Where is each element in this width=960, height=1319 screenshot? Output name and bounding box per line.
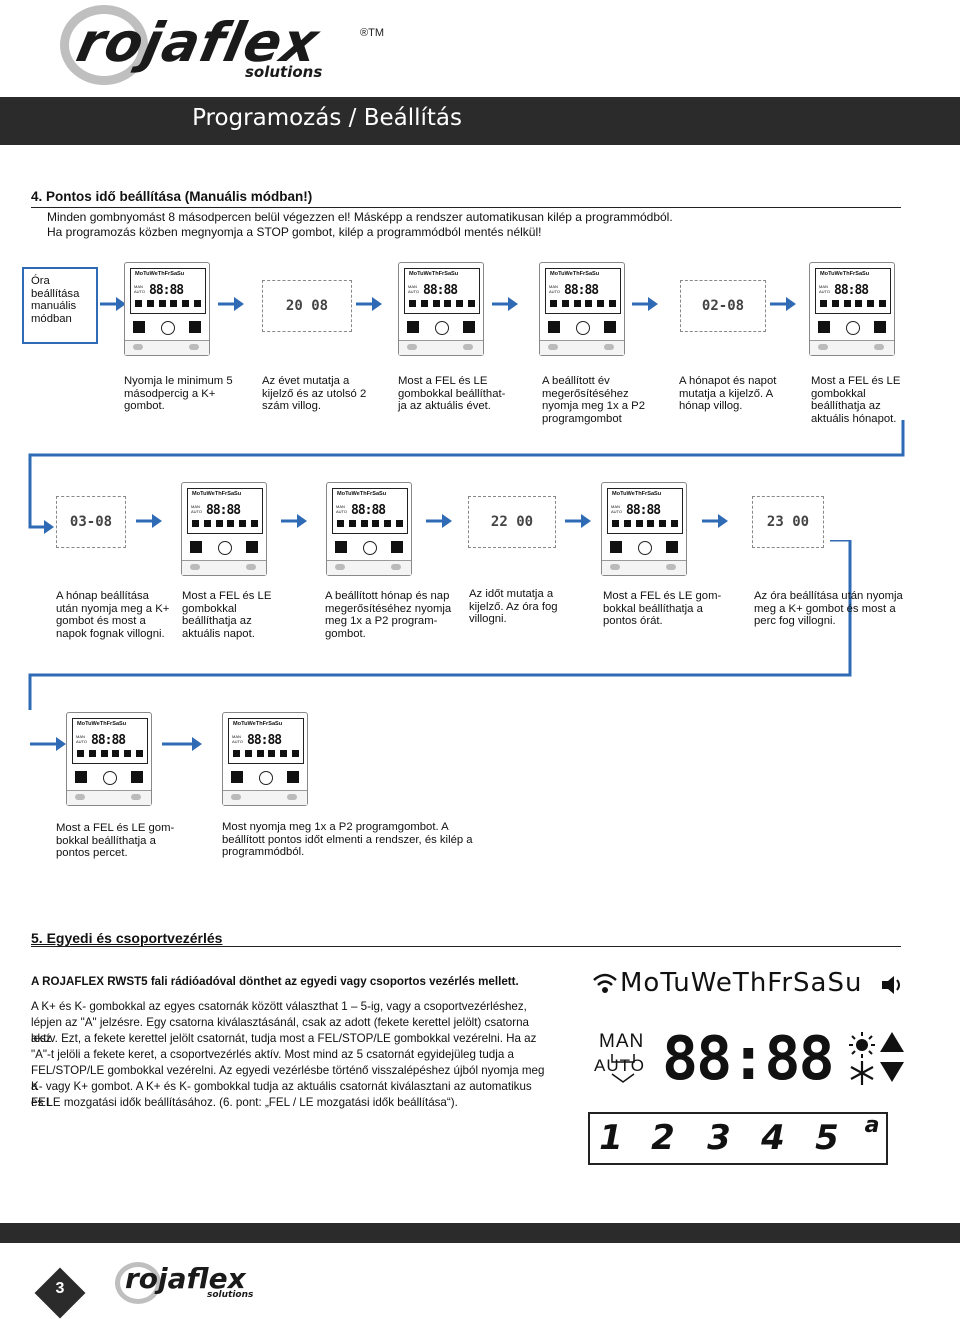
flow-connector (28, 420, 905, 534)
caption-r3-1: Most a FEL és LE gom-bokkal beállíthatja… (56, 822, 175, 859)
logo-trademark: ®TM (360, 27, 384, 39)
page-number: 3 (55, 1280, 65, 1297)
section5-line-3: aktív. Ezt, a fekete kerettel jelölt csa… (31, 1032, 537, 1045)
caption-r1-2: Az évet mutatja a kijelző és az utolsó 2… (262, 375, 367, 412)
man-label: MAN (599, 1031, 645, 1052)
channel-box: 1 2 3 4 5 a (588, 1112, 888, 1165)
channel-3: 3 (707, 1118, 731, 1158)
big-days-label: MoTuWeThFrSaSu (620, 968, 863, 998)
caption-r1-4: A beállított év megerősítéséhez nyomja m… (542, 375, 645, 425)
snowflake-icon (850, 1061, 874, 1085)
caption-r2-2: Most a FEL és LE gombokkal beállíthatja … (182, 590, 272, 640)
arrow-icon (702, 514, 728, 528)
page-title: Programozás / Beállítás (192, 105, 462, 131)
section4-line1: Minden gombnyomást 8 másodpercen belül v… (47, 210, 673, 224)
arrow-icon (492, 297, 518, 311)
display-day: 03-08 (56, 496, 126, 548)
section5-line-1: A K+ és K- gombokkal az egyes csatornák … (31, 1000, 527, 1013)
display-minute: 23 00 (752, 496, 824, 548)
arrow-icon (30, 737, 66, 751)
sun-icon (849, 1032, 875, 1058)
caption-r3-2: Most nyomja meg 1x a P2 programgombot. A… (222, 821, 473, 858)
caption-r2-1: A hónap beállítása után nyomja meg a K+ … (56, 590, 170, 640)
up-triangle-icon (880, 1032, 904, 1052)
arrow-icon (162, 737, 202, 751)
flow-connector-2 (28, 540, 852, 710)
display-month: 02-08 (680, 280, 766, 332)
arrow-icon (100, 297, 126, 311)
caption-r2-5: Most a FEL és LE gom-bokkal beállíthatja… (603, 590, 722, 627)
section5-line-5: FEL/STOP/LE gombokkal vezérelni. Az egye… (31, 1064, 545, 1094)
arrow-icon (136, 514, 162, 528)
section5-rule (31, 946, 901, 947)
section5-line-2: lépjen az "A" jelzésre. Egy csatorna kiv… (31, 1016, 529, 1046)
rojaflex-logo: rojaflex solutions ®TM (60, 5, 390, 85)
display-hour: 22 00 (468, 496, 556, 548)
arrow-icon (218, 297, 244, 311)
caption-r1-1: Nyomja le minimum 5 másodpercig a K+ gom… (124, 375, 233, 412)
caption-r1-6: Most a FEL és LE gombokkal beállíthatja … (811, 375, 901, 425)
arrow-icon (356, 297, 382, 311)
channel-2: 2 (651, 1118, 675, 1158)
mode-arrow-icon (611, 1054, 635, 1083)
big-segment-display: 88:88 (662, 1024, 835, 1094)
section5-intro: A ROJAFLEX RWST5 fali rádióadóval dönthe… (31, 975, 519, 988)
section5-line-4: "A"-t jelöli a fekete keret, a csoportve… (31, 1048, 514, 1061)
section5-line-6: K- vagy K+ gombot. A K+ és K- gombokkal … (31, 1080, 532, 1110)
logo-subtitle: solutions (245, 63, 323, 81)
arrow-icon (632, 297, 658, 311)
section4-line2: Ha programozás közben megnyomja a STOP g… (47, 225, 542, 239)
footer (0, 1223, 960, 1319)
arrow-icon (770, 297, 796, 311)
caption-r2-3: A beállított hónap és nap megerősítéséhe… (325, 590, 452, 640)
caption-r1-3: Most a FEL és LE gombokkal beállíthat-ja… (398, 375, 506, 412)
arrow-icon (426, 514, 452, 528)
caption-r2-6: Az óra beállítása után nyomja meg a K+ g… (754, 590, 903, 627)
mode-box-label: Óra beállítása manuális módban (31, 275, 80, 325)
channel-1: 1 (599, 1118, 623, 1158)
arrow-icon (281, 514, 307, 528)
down-triangle-icon (880, 1062, 904, 1082)
wifi-icon (593, 973, 617, 993)
section5-line-7: és LE mozgatási idők beállításához. (6. … (31, 1096, 458, 1109)
channel-4: 4 (761, 1118, 785, 1158)
footer-logo: rojaflex solutions (115, 1258, 295, 1308)
header-bar: Programozás / Beállítás (0, 97, 960, 145)
channel-all: a (864, 1113, 880, 1138)
section4-title: 4. Pontos idő beállítása (Manuális módba… (31, 189, 313, 204)
logo-ring (60, 5, 148, 85)
section4-rule (31, 207, 901, 208)
caption-r1-5: A hónapot és napot mutatja a kijelző. A … (679, 375, 777, 412)
speaker-icon (882, 976, 900, 994)
channel-5: 5 (815, 1118, 839, 1158)
caption-r2-4: Az időt mutatja a kijelző. Az óra fog vi… (469, 588, 558, 625)
display-year: 20 08 (262, 280, 352, 332)
auto-label: AUTO (594, 1056, 645, 1075)
section5-title: 5. Egyedi és csoportvezérlés (31, 930, 223, 946)
mode-box: Óra beállítása manuális módban (22, 267, 98, 344)
arrow-icon (565, 514, 591, 528)
